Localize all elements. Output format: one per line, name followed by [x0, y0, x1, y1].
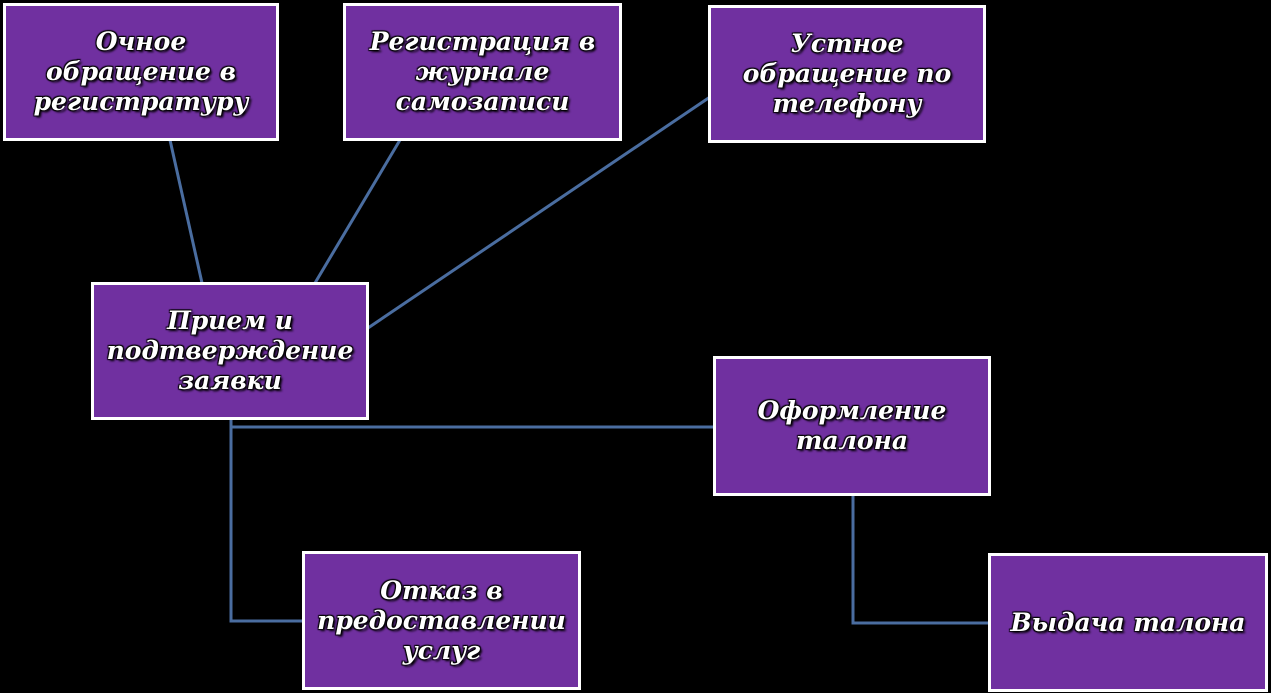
- node-in-person-label: Очное обращение в регистратуру: [33, 27, 249, 116]
- node-self-register: Регистрация в журнале самозаписи: [343, 3, 622, 141]
- node-phone: Устное обращение по телефону: [708, 5, 986, 143]
- link-accept-refusal: [229, 427, 305, 623]
- link-self-register-accept: [313, 139, 402, 284]
- node-accept: Прием и подтверждение заявки: [91, 282, 369, 420]
- link-in-person-accept: [168, 139, 204, 284]
- node-phone-label: Устное обращение по телефону: [742, 29, 952, 118]
- node-self-register-label: Регистрация в журнале самозаписи: [369, 27, 596, 116]
- node-issue-label: Выдача талона: [1010, 607, 1246, 637]
- node-refusal: Отказ в предоставлении услуг: [302, 551, 581, 690]
- node-refusal-label: Отказ в предоставлении услуг: [317, 575, 566, 665]
- link-phone-accept: [367, 95, 711, 330]
- node-ticket-label: Оформление талона: [757, 396, 947, 455]
- node-in-person: Очное обращение в регистратуру: [3, 3, 279, 141]
- node-ticket: Оформление талона: [713, 356, 991, 496]
- node-accept-label: Прием и подтверждение заявки: [106, 306, 354, 395]
- link-ticket-issue: [851, 495, 991, 625]
- node-issue: Выдача талона: [988, 553, 1268, 692]
